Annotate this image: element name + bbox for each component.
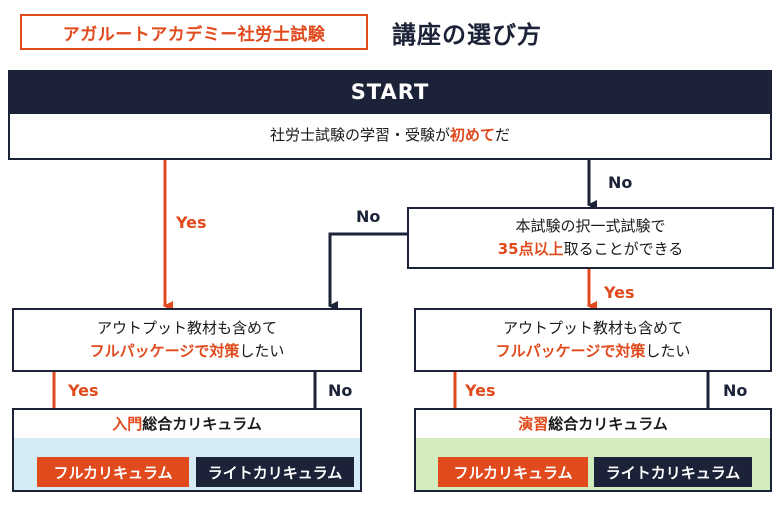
brand-label: アガルートアカデミー社労士試験 (20, 14, 368, 50)
question-line-1: アウトプット教材も含めて (96, 318, 277, 337)
question-full-package-left: アウトプット教材も含めて フルパッケージで対策したい (12, 308, 362, 372)
question-35-points: 本試験の択一式試験で 35点以上取ることができる (407, 207, 774, 269)
exercise-light-curriculum-button[interactable]: ライトカリキュラム (594, 457, 752, 487)
result-title: 入門総合カリキュラム (112, 415, 262, 433)
intro-light-curriculum-button[interactable]: ライトカリキュラム (196, 457, 354, 487)
label-no-q3: No (328, 381, 353, 400)
question-line-1: アウトプット教材も含めて (502, 318, 683, 337)
result-intro-curriculum: 入門総合カリキュラム フルカリキュラム ライトカリキュラム (12, 408, 362, 492)
exercise-full-curriculum-button[interactable]: フルカリキュラム (438, 457, 588, 487)
label-no-q2: No (356, 207, 381, 226)
intro-full-curriculum-button[interactable]: フルカリキュラム (37, 457, 189, 487)
question-first-time: 社労士試験の学習・受験が初めてだ (8, 112, 772, 160)
label-no-q1: No (608, 173, 633, 192)
page-title: 講座の選び方 (392, 20, 542, 49)
question-text: 社労士試験の学習・受験が初めてだ (269, 126, 511, 145)
label-yes-q4: Yes (465, 381, 496, 400)
label-no-q4: No (723, 381, 748, 400)
label-yes-q1: Yes (176, 213, 207, 232)
question-line-2: 35点以上取ることができる (497, 240, 684, 258)
start-node: START (8, 70, 772, 114)
result-title: 演習総合カリキュラム (518, 415, 668, 433)
label-yes-q3: Yes (68, 381, 99, 400)
label-yes-q2: Yes (604, 283, 635, 302)
question-line-2: フルパッケージで対策したい (495, 342, 691, 360)
result-exercise-curriculum: 演習総合カリキュラム フルカリキュラム ライトカリキュラム (414, 408, 772, 492)
question-line-1: 本試験の択一式試験で (515, 216, 666, 235)
question-full-package-right: アウトプット教材も含めて フルパッケージで対策したい (414, 308, 772, 372)
question-line-2: フルパッケージで対策したい (89, 342, 285, 360)
arrow-q2-no (328, 232, 407, 311)
